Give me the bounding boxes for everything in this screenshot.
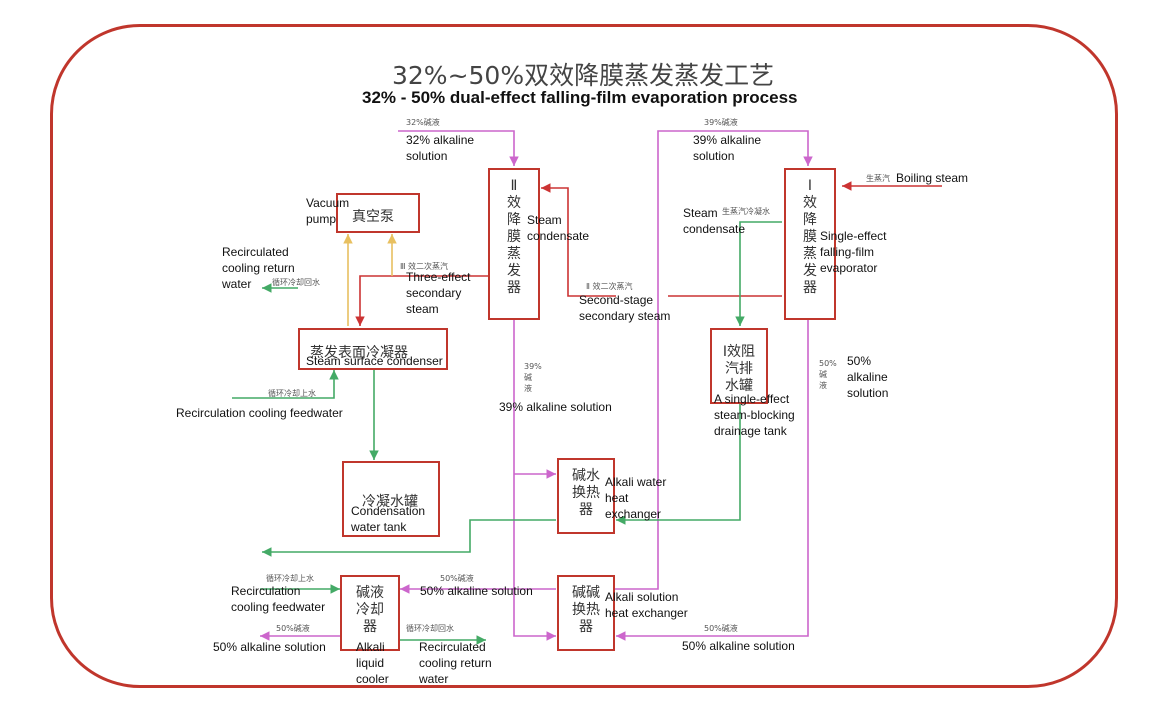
label-recirc-return-left: Recirculated cooling return water — [222, 245, 295, 291]
rounded-frame — [50, 24, 1118, 688]
line-drain-to-hx — [616, 404, 741, 525]
label-three-effect: Three-effect secondary steam — [406, 270, 471, 316]
label-alk39-top: 39% alkaline solution — [693, 133, 762, 163]
label-alk50-mid: 50% alkaline solution — [420, 584, 533, 598]
cn-steam-cond: 生蒸汽冷凝水 — [722, 207, 770, 216]
label-recirc-feed-left: Recirculation cooling feedwater — [176, 406, 343, 420]
condenser-box: 蒸发表面冷凝器 — [298, 328, 448, 370]
title-chinese: 32%~50%双效降膜蒸发蒸发工艺 — [392, 61, 775, 90]
cn-steam-raw: 生蒸汽 — [866, 174, 890, 183]
label-alk32: 32% alkaline solution — [406, 133, 475, 163]
label-single-effect: Single-effect falling-film evaporator — [820, 229, 887, 275]
line-39-up — [614, 130, 813, 590]
cn-alk50-right: 50%碱液 — [704, 624, 738, 633]
cn-alk50-vertical: 50%碱液 — [819, 359, 837, 390]
alkali-water-exchanger-box: 碱水换热器 — [557, 458, 615, 534]
vacuum-pump-cn: 真空泵 — [352, 209, 394, 225]
label-alk39-mid: 39% alkaline solution — [499, 400, 612, 414]
cn-alk39-vertical: 39%碱液 — [524, 362, 542, 393]
condenser-cn: 蒸发表面冷凝器 — [310, 345, 408, 361]
cn-alk39-top: 39%碱液 — [704, 118, 738, 127]
label-cooler: Alkali liquid cooler — [356, 640, 389, 686]
label-recirc-feed-bottom: Recirculation cooling feedwater — [231, 584, 326, 614]
cn-recirc-return: 循环冷却回水 — [272, 278, 320, 287]
line-three-effect — [355, 275, 488, 326]
line-hx-out — [262, 519, 556, 557]
cn-alk32: 32%碱液 — [406, 118, 440, 127]
cond-tank-cn: 冷凝水罐 — [362, 494, 418, 510]
line-50-down — [616, 320, 809, 641]
label-condenser: Steam surface condenser — [306, 354, 443, 368]
label-steam-condensate-mid: Steam condensate — [527, 213, 590, 243]
line-eff2-down — [513, 320, 556, 641]
title-english: 32% - 50% dual-effect falling-film evapo… — [362, 88, 798, 107]
condensation-tank-box: 冷凝水罐 — [342, 461, 440, 537]
vacuum-pump-box: 真空泵 — [336, 193, 420, 233]
label-alk50-right-top: 50% alkaline solution — [847, 354, 889, 400]
label-hx-water: Alkali water heat exchanger — [605, 475, 667, 521]
cn-recirc-feed-2: 循环冷却上水 — [266, 574, 314, 583]
label-boiling-steam: Boiling steam — [896, 171, 969, 185]
label-alk50-bottom-right: 50% alkaline solution — [682, 639, 795, 653]
label-steam-condensate-right: Steam condensate — [683, 206, 746, 236]
line-recirc-feed — [232, 370, 339, 399]
drain-tank-cn: Ⅰ效阻汽排水罐 — [722, 344, 756, 394]
hx-water-cn: 碱水换热器 — [572, 468, 600, 518]
cn-recirc-feed: 循环冷却上水 — [268, 389, 316, 398]
label-second-stage: Second-stage secondary steam — [579, 293, 671, 323]
hx-alkali-cn: 碱碱换热器 — [572, 585, 600, 635]
cn-recirc-return-2: 循环冷却回水 — [406, 624, 454, 633]
cn-second-eff: Ⅱ 效二次蒸汽 — [586, 282, 633, 291]
label-recirc-return-bottom: Recirculated cooling return water — [419, 640, 492, 686]
drain-tank-box: Ⅰ效阻汽排水罐 — [710, 328, 768, 404]
label-drain-tank: A single-effect steam-blocking drainage … — [714, 392, 795, 438]
cooler-cn: 碱液冷却器 — [356, 585, 384, 635]
label-alk50-left: 50% alkaline solution — [213, 640, 326, 654]
alkali-cooler-box: 碱液冷却器 — [340, 575, 400, 651]
line-32-feed — [398, 130, 519, 166]
line-steam-cond — [735, 221, 782, 326]
cn-alk50-mid: 50%碱液 — [440, 574, 474, 583]
cn-three-eff: Ⅲ 效二次蒸汽 — [400, 262, 449, 271]
cn-alk50-left: 50%碱液 — [276, 624, 310, 633]
alkali-alkali-exchanger-box: 碱碱换热器 — [557, 575, 615, 651]
label-cond-tank: Condensation water tank — [351, 504, 426, 534]
label-vacuum-pump: Vacuum pump — [306, 196, 350, 226]
label-hx-alkali: Alkali solution heat exchanger — [605, 590, 688, 620]
